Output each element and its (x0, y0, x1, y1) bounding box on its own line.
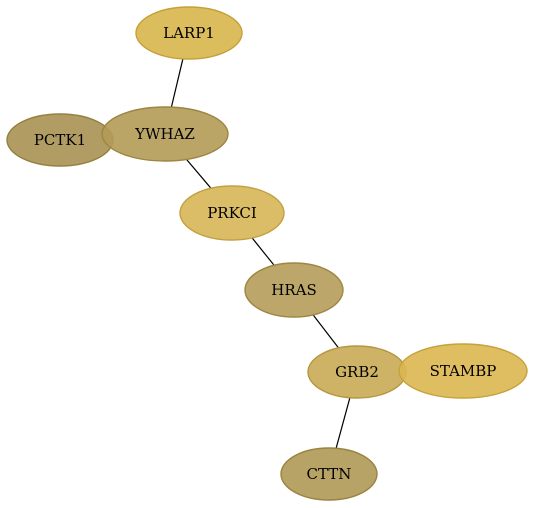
edge-prkci-hras (251, 237, 275, 266)
edge-grb2-cttn (335, 397, 351, 449)
node-ellipse-cttn (280, 447, 378, 501)
edge-ywhaz-prkci (186, 159, 212, 189)
node-label-hras: HRAS (271, 281, 316, 299)
node-ellipse-ywhaz (101, 106, 229, 162)
node-label-larp1: LARP1 (163, 24, 215, 42)
node-cttn: CTTN (280, 447, 378, 501)
node-ellipse-larp1 (135, 6, 243, 60)
node-grb2: GRB2 (307, 345, 407, 399)
node-larp1: LARP1 (135, 6, 243, 60)
node-label-ywhaz: YWHAZ (134, 125, 195, 143)
node-label-grb2: GRB2 (335, 363, 379, 381)
edges-layer (170, 58, 351, 449)
node-hras: HRAS (244, 262, 344, 318)
node-ywhaz: YWHAZ (101, 106, 229, 162)
node-label-prkci: PRKCI (207, 204, 257, 222)
node-pctk1: PCTK1 (6, 113, 114, 167)
node-prkci: PRKCI (179, 185, 285, 241)
node-stambp: STAMBP (398, 343, 528, 399)
node-ellipse-stambp (398, 343, 528, 399)
node-label-cttn: CTTN (307, 465, 352, 483)
edge-hras-grb2 (312, 314, 339, 349)
node-label-pctk1: PCTK1 (34, 131, 86, 149)
edge-larp1-ywhaz (170, 58, 184, 108)
node-ellipse-prkci (179, 185, 285, 241)
node-ellipse-hras (244, 262, 344, 318)
node-label-stambp: STAMBP (430, 362, 497, 380)
